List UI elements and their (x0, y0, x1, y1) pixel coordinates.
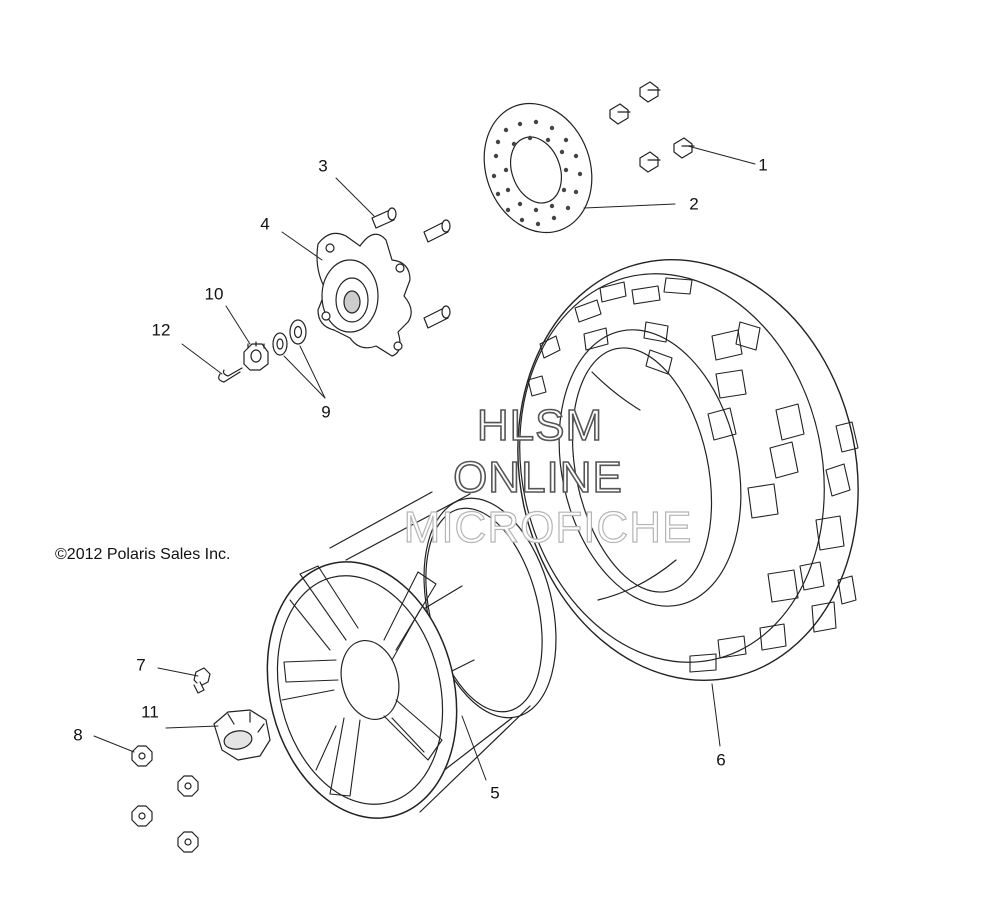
bolt-icon (609, 81, 695, 173)
callout-2: 2 (689, 194, 699, 214)
callout-7: 7 (136, 655, 146, 675)
lug-nut-icon (131, 745, 199, 853)
castle-nut-icon (243, 341, 269, 371)
callout-12: 12 (151, 320, 171, 340)
callout-9: 9 (321, 402, 331, 422)
wheel-rim-icon (266, 491, 557, 819)
watermark-line-2: ONLINE (452, 453, 623, 502)
callout-8: 8 (73, 725, 83, 745)
copyright-notice: ©2012 Polaris Sales Inc. (55, 546, 231, 563)
washer-icon (272, 319, 307, 356)
tire-icon (517, 259, 859, 681)
wheel-hub-icon (316, 232, 412, 357)
stud-icon (371, 207, 451, 329)
callout-1: 1 (758, 155, 768, 175)
hub-cap-icon (213, 709, 271, 761)
callout-5: 5 (490, 783, 500, 803)
watermark-line-3: MICROFICHE (403, 503, 693, 552)
valve-stem-icon (193, 667, 211, 694)
cotter-pin-icon (218, 367, 243, 383)
callout-6: 6 (716, 750, 726, 770)
callout-4: 4 (260, 214, 270, 234)
leader-lines (93, 145, 756, 781)
brake-disc-icon (483, 102, 593, 234)
callout-10: 10 (204, 284, 224, 304)
callout-11: 11 (141, 702, 159, 722)
callout-3: 3 (318, 156, 328, 176)
watermark-line-1: HLSM (476, 401, 604, 450)
